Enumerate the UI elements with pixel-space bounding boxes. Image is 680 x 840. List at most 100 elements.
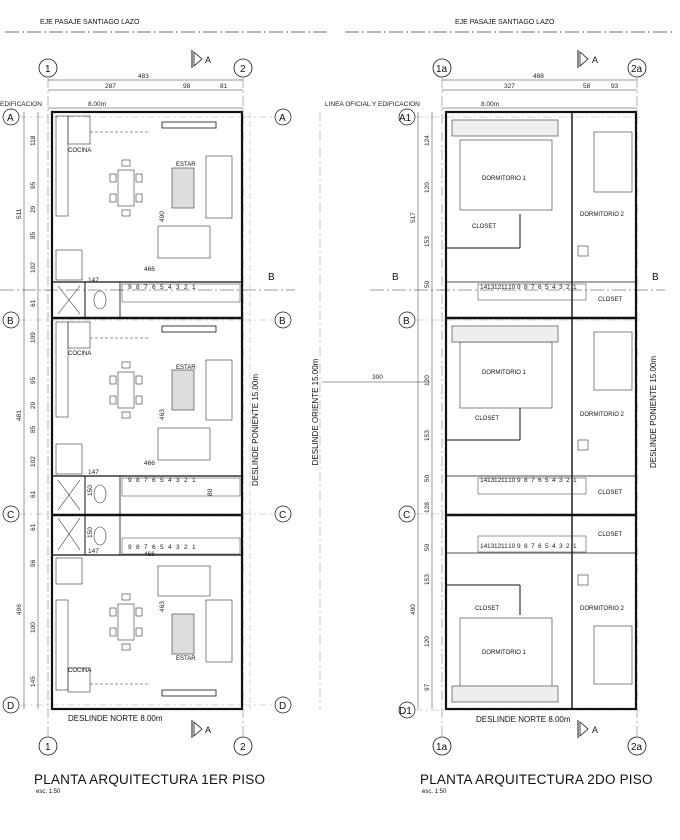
r-left-dim-120-2: 120: [424, 375, 431, 386]
stair-step-3: 3: [176, 284, 180, 291]
stair3-step-2: 2: [184, 544, 188, 551]
s4-step-10: 10: [508, 543, 516, 550]
s4-step-7: 7: [531, 543, 535, 550]
plan-first-floor: 1 2 1 2 A A 483 287 98 81 EDIFICACION 8.…: [0, 50, 295, 756]
plan-second-floor: 1a 2a 1a 2a A A 488 327 58 93 LINEA OFIC…: [325, 50, 665, 756]
stair2-step-5: 5: [160, 477, 164, 484]
total-dim-496: 496: [16, 604, 23, 615]
room-closet-b: CLOSET: [598, 297, 622, 303]
left-dim-29-1: 29: [30, 205, 37, 213]
axis-bubble-2-bottom: [233, 736, 253, 756]
r-left-dim-120-1: 120: [424, 182, 431, 193]
r-total-dim-517: 517: [410, 212, 417, 223]
axis-label-1a-bottom: 1a: [436, 742, 448, 753]
interior-dim-490: 490: [159, 211, 166, 222]
stair3-step-4: 4: [168, 544, 172, 551]
left-dim-61-1: 61: [30, 299, 37, 307]
left-dim-95-2: 95: [30, 376, 37, 384]
stair2-step-4: 4: [168, 477, 172, 484]
s3-step-9: 9: [517, 477, 521, 484]
interior-dim-147-3: 147: [88, 548, 99, 555]
room-dormitorio-2-b: DORMITORIO 2: [580, 412, 625, 418]
middle-dim-300: 300: [372, 374, 383, 381]
section-b-left: B: [268, 272, 275, 283]
side-label-linea-oficial: LINEA OFICIAL Y EDIFICACION: [325, 101, 420, 108]
stair2-step-1: 1: [192, 477, 196, 484]
cut-marker-a-top-2: A: [592, 55, 598, 65]
interior-dim-80: 80: [207, 488, 214, 496]
axis-bubble-2-top: [233, 58, 253, 78]
room-label-cocina-3: COCINA: [68, 668, 91, 674]
left-dim-100: 100: [30, 622, 37, 633]
stair-step-8: 8: [136, 284, 140, 291]
room-label-cocina-2: COCINA: [68, 351, 91, 357]
axis-label-1a-top: 1a: [436, 64, 448, 75]
s3-step-1: 1: [573, 477, 577, 484]
top-dim-3: 81: [220, 83, 228, 90]
width-dim: 8.00m: [88, 101, 106, 108]
stair-numbers-second-floor: 14 13 12 11 10 9 8 7 6 5 4 3 2 1 14 13 1…: [480, 284, 577, 550]
stair2-step-7: 7: [144, 477, 148, 484]
row-axis-d-right: D: [279, 701, 286, 712]
s2-step-1: 1: [573, 284, 577, 291]
s4-step-9: 9: [517, 543, 521, 550]
cut-marker-a-bottom-2: A: [592, 725, 598, 735]
left-dim-chain: 118 95 29 85 102 61 109 95 29 85 102 61 …: [16, 135, 37, 687]
left-dim-29-2: 29: [30, 401, 37, 409]
room-label-estar-3: ESTAR: [176, 656, 196, 662]
left-dim-96: 96: [30, 559, 37, 567]
row-axis-a-left: A: [7, 113, 14, 124]
stair2-step-8: 8: [136, 477, 140, 484]
stairs-first-floor: [121, 283, 241, 555]
stair-step-2: 2: [184, 284, 188, 291]
r-left-dim-120-3: 120: [424, 636, 431, 647]
room-closet-f: CLOSET: [475, 606, 499, 612]
s2-step-2: 2: [566, 284, 570, 291]
s2-step-8: 8: [524, 284, 528, 291]
top-axis-label-right: EJE PASAJE SANTIAGO LAZO: [455, 19, 555, 26]
s4-step-1: 1: [573, 543, 577, 550]
row-axis-a-right: A: [279, 113, 286, 124]
left-dim-109: 109: [30, 332, 37, 343]
axis-label-2-top: 2: [240, 64, 246, 75]
s4-step-4: 4: [552, 543, 556, 550]
s4-step-6: 6: [538, 543, 542, 550]
top-dim-2: 98: [183, 83, 191, 90]
s3-step-13: 13: [487, 477, 495, 484]
left-dim-102-1: 102: [30, 262, 37, 273]
interior-dim-466-3: 466: [144, 551, 155, 558]
beds: [451, 119, 633, 703]
outer-wall-first-floor: [50, 110, 244, 711]
total-dim-481: 481: [16, 410, 23, 421]
interior-dim-466-2: 466: [144, 460, 155, 467]
top-dim-1: 287: [105, 83, 116, 90]
interior-dim-150-1: 150: [87, 485, 94, 496]
stair2-step-2: 2: [184, 477, 188, 484]
s2-step-6: 6: [538, 284, 542, 291]
plan-scale-second-floor: esc. 1:50: [422, 789, 447, 795]
s2-step-10: 10: [508, 284, 516, 291]
section-b-right: B: [652, 272, 659, 283]
dining-tables: [109, 159, 143, 651]
room-closet-e: CLOSET: [598, 532, 622, 538]
r-left-dim-50-2: 50: [424, 474, 431, 482]
room-closet-c: CLOSET: [475, 416, 499, 422]
outer-wall-second-floor: [444, 110, 638, 711]
r-left-dim-153-1: 153: [424, 236, 431, 247]
axis-label-1-bottom: 1: [45, 742, 51, 753]
s4-step-2: 2: [566, 543, 570, 550]
room-dormitorio-1-b: DORMITORIO 1: [482, 370, 527, 376]
s3-step-11: 11: [501, 477, 508, 484]
s3-step-10: 10: [508, 477, 516, 484]
interior-dim-463-2: 463: [159, 601, 166, 612]
stair2-step-6: 6: [152, 477, 156, 484]
s2-step-14: 14: [480, 284, 488, 291]
row-axis-d-left: D: [7, 701, 14, 712]
s3-step-6: 6: [538, 477, 542, 484]
stair-step-4: 4: [168, 284, 172, 291]
room-label-cocina-1: COCINA: [68, 148, 91, 154]
stair-step-5: 5: [160, 284, 164, 291]
s3-step-2: 2: [566, 477, 570, 484]
axis-label-2-bottom: 2: [240, 742, 246, 753]
cut-marker-a-top: A: [205, 55, 211, 65]
